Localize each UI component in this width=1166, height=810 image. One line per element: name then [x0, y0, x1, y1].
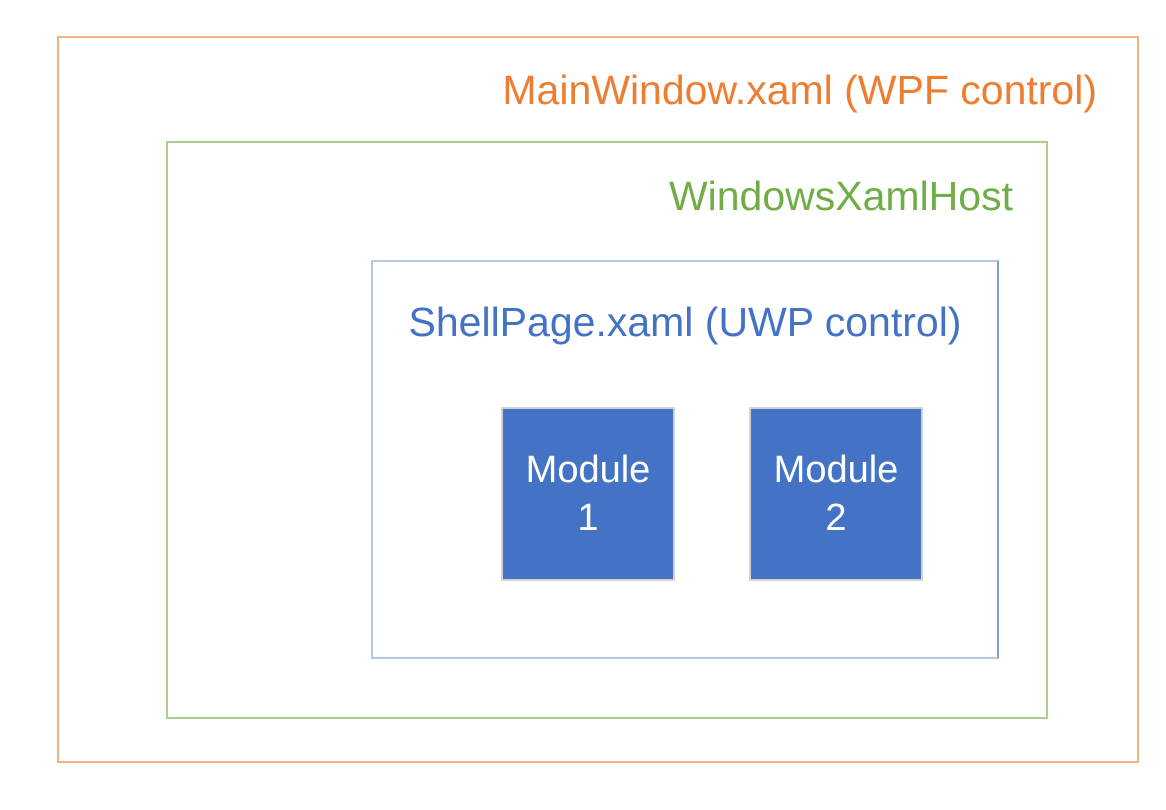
windows-xaml-host-box	[166, 141, 1048, 719]
shellpage-uwp-box	[371, 260, 999, 659]
module-2-label-line1: Module	[773, 449, 899, 491]
module-2-label-line2: 2	[825, 497, 847, 539]
shellpage-uwp-label: ShellPage.xaml (UWP control)	[408, 299, 962, 345]
mainwindow-wpf-box	[57, 36, 1139, 763]
module-2-box: Module 2	[749, 407, 923, 581]
module-1-box: Module 1	[501, 407, 675, 581]
module-1-label-line1: Module	[525, 449, 651, 491]
windows-xaml-host-label: WindowsXamlHost	[668, 173, 1013, 219]
module-1-label-line2: 1	[577, 497, 599, 539]
mainwindow-wpf-label: MainWindow.xaml (WPF control)	[502, 67, 1097, 113]
